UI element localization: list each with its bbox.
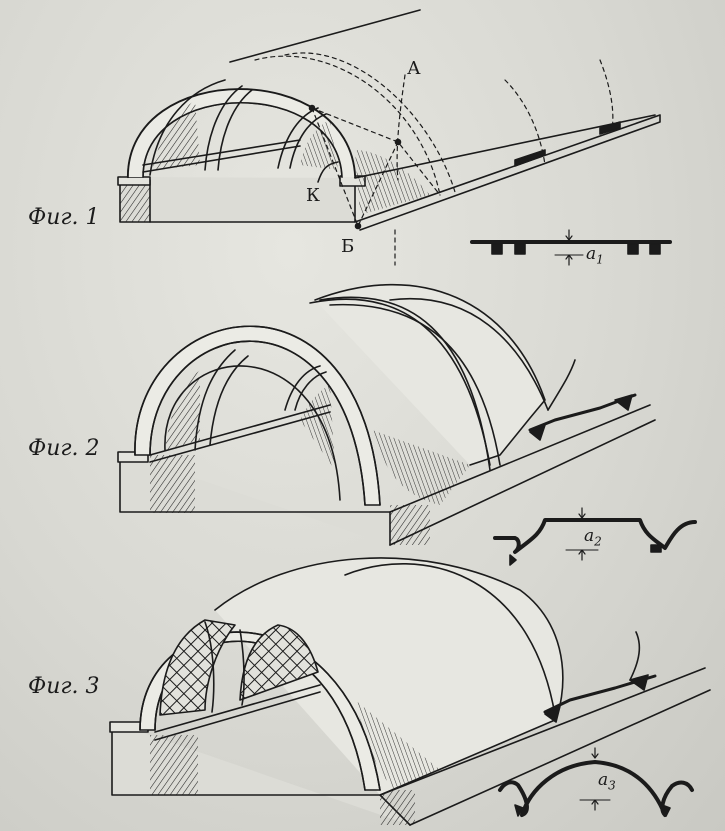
figure-3-caption: Фиг. 3	[28, 674, 100, 699]
fig2-drawing	[117, 283, 697, 566]
point-k-label: К	[306, 185, 320, 206]
section-dimension-a3: a3	[598, 770, 616, 793]
fig3-drawing	[109, 557, 711, 826]
section-dimension-a1: a1	[586, 244, 604, 267]
section-dimension-a2: a2	[584, 526, 602, 549]
fig1-drawing	[117, 9, 672, 266]
figure-2-caption: Фиг. 2	[28, 436, 100, 461]
figure-1-caption: Фиг. 1	[28, 205, 100, 230]
point-b-label: Б	[341, 236, 355, 257]
point-a-label: А	[407, 58, 421, 79]
